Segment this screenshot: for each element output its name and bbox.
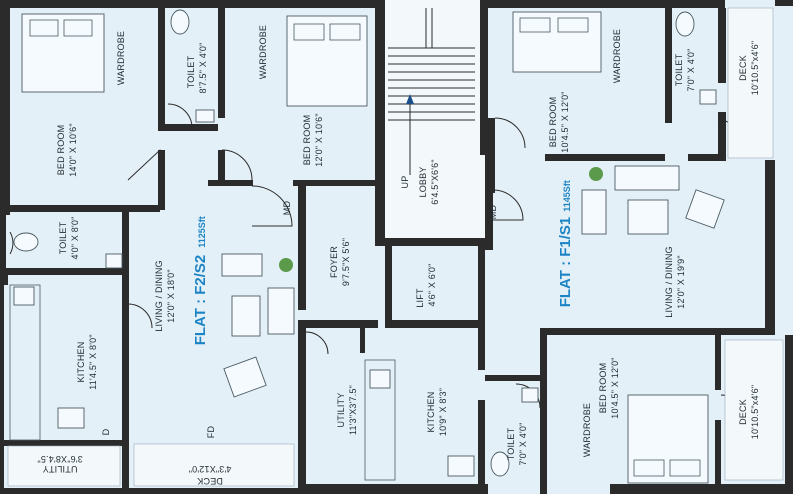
fd-label: FD [206, 426, 216, 439]
lift-size: 4'6" X 6'0" [427, 263, 437, 306]
bed-3 [512, 11, 602, 73]
lobby-name: LOBBY [418, 166, 428, 197]
staircase-area [385, 0, 485, 245]
wardrobe3: WARDROBE [582, 403, 592, 457]
deck2-name: DECK [197, 476, 223, 486]
toilet-seat-icon [13, 232, 39, 252]
sofa-1 [221, 253, 263, 277]
plant-icon [279, 258, 293, 272]
living2-size: 12'0" X 18'0" [166, 269, 176, 322]
bed-1 [21, 13, 105, 93]
sink-icon [13, 286, 35, 306]
toilet4-size: 7'0" X 4'0" [686, 48, 696, 91]
wardrobe1: WARDROBE [116, 31, 126, 85]
deck2-size: 4'3"X12'0" [189, 464, 232, 474]
toilet-seat-icon [675, 11, 695, 37]
md1-label: MD [282, 201, 292, 216]
living1-size: 12'0" X 19'9" [676, 255, 686, 308]
bed1-name: BED ROOM [56, 125, 66, 176]
kitchen1-name: KITCHEN [426, 392, 436, 433]
flat-f2-title: FLAT : F2/S2 [192, 255, 209, 346]
sofa-2 [614, 165, 680, 191]
living1-name: LIVING / DINING [664, 246, 674, 318]
bed3-size: 10'4.5" X 12'0" [610, 357, 620, 418]
kitchen2-size: 11'4.5" X 8'0" [88, 334, 98, 390]
lobby-size: 6'4.5"X6'6" [430, 159, 440, 205]
bed3-name: BED ROOM [598, 363, 608, 414]
kitchen-counter-1 [9, 284, 41, 441]
wardrobe4: WARDROBE [612, 29, 622, 83]
stove-icon [447, 455, 475, 477]
deck-bottom-right [724, 339, 784, 481]
wardrobe2: WARDROBE [258, 25, 268, 79]
kitchen-counter-2 [364, 359, 396, 481]
staircase [388, 8, 475, 175]
toilet-seat-icon [490, 451, 510, 477]
deck-top-right [727, 7, 774, 159]
basin-icon [699, 89, 717, 105]
foyer-size: 9'7.5"X 5'6" [341, 238, 351, 286]
toilet3-name: TOILET [506, 427, 516, 460]
basin-icon [105, 253, 123, 269]
stove-icon [57, 407, 85, 429]
bed-4 [627, 394, 709, 484]
living2-name: LIVING / DINING [154, 260, 164, 332]
plant-icon [589, 167, 603, 181]
deck-bottom-left [133, 443, 295, 487]
utility2-name: UTILITY [43, 464, 78, 474]
deck3-name: DECK [738, 399, 748, 425]
furniture [7, 7, 784, 487]
stair-arrow-icon [406, 94, 414, 104]
bed1-size: 14'0" X 10'6" [68, 123, 78, 176]
toilet-seat-icon [170, 9, 190, 35]
kitchen2-name: KITCHEN [76, 342, 86, 383]
lobby-up: UP [400, 176, 410, 189]
lift-name: LIFT [415, 288, 425, 308]
utility-bottom-left [7, 445, 121, 487]
md2-label: MD [488, 205, 498, 220]
basin-icon [195, 109, 215, 123]
basin-icon [521, 387, 539, 403]
bed4-name: BED ROOM [548, 97, 558, 148]
bed-2 [286, 15, 368, 107]
deck4-size: 10'10.5"x4'6" [750, 41, 760, 95]
deck3-size: 10'10.5"x4'6" [750, 385, 760, 439]
flat-f1-area: 1145Sft [562, 180, 572, 212]
flat-f1-title: FLAT : F1/S1 [557, 217, 574, 308]
foyer-name: FOYER [329, 246, 339, 278]
d-label: D [101, 428, 111, 435]
toilet2-size: 4'0" X 8'0" [70, 216, 80, 259]
toilet2-name: TOILET [58, 221, 68, 254]
toilet4-name: TOILET [674, 53, 684, 86]
deck4-name: DECK [738, 55, 748, 81]
bed2-size: 12'0" X 10'6" [314, 113, 324, 166]
kitchen1-size: 10'9" X 8'3" [438, 388, 448, 436]
flat-f2-area: 1125Sft [197, 216, 207, 248]
room-labels: BED ROOM 14'0" X 10'6" WARDROBE TOILET 8… [37, 25, 760, 486]
utility1-name: UTILITY [336, 393, 346, 428]
toilet1-size: 8'7.5" X 4'0" [198, 43, 208, 94]
sink-icon [369, 369, 391, 389]
bed4-size: 10'4.5" X 12'0" [560, 91, 570, 152]
toilet3-size: 7'0" X 4'0" [518, 422, 528, 465]
utility2-size: 3'6"X8'4.5" [37, 454, 83, 464]
toilet1-name: TOILET [186, 55, 196, 88]
bed2-name: BED ROOM [302, 115, 312, 166]
utility1-size: 11'3"X3'7.5" [348, 385, 358, 435]
